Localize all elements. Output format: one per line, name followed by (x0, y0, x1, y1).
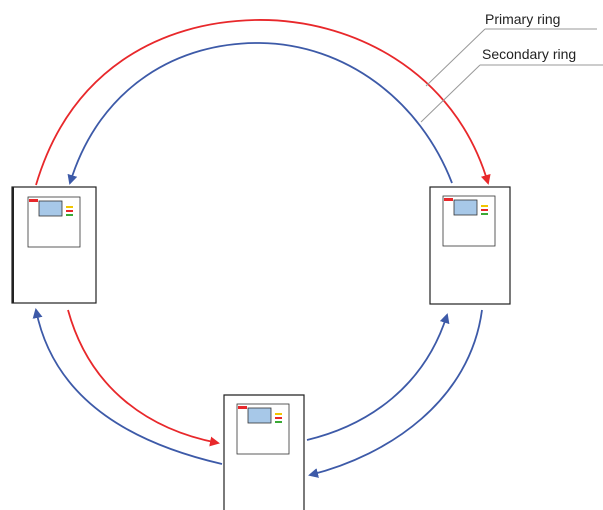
device-bottom (223, 394, 305, 510)
secondary-ring-left-arc (32, 308, 223, 465)
device-left (11, 186, 97, 304)
secondary-ring-top-arc (67, 42, 453, 185)
secondary-ring-label: Secondary ring (482, 46, 577, 62)
primary-ring-right-arc (306, 313, 450, 441)
primary-ring-left-arc (67, 309, 220, 447)
primary-ring-top-arc (35, 19, 491, 186)
device-right (429, 186, 511, 305)
secondary-ring-leader-line (420, 64, 481, 123)
primary-ring-label: Primary ring (485, 11, 561, 27)
control-panel-icon (27, 196, 81, 248)
control-panel-icon (236, 403, 290, 455)
secondary-ring-right-arc (308, 309, 483, 478)
control-panel-icon (442, 195, 496, 247)
primary-ring-leader-line (425, 28, 486, 87)
